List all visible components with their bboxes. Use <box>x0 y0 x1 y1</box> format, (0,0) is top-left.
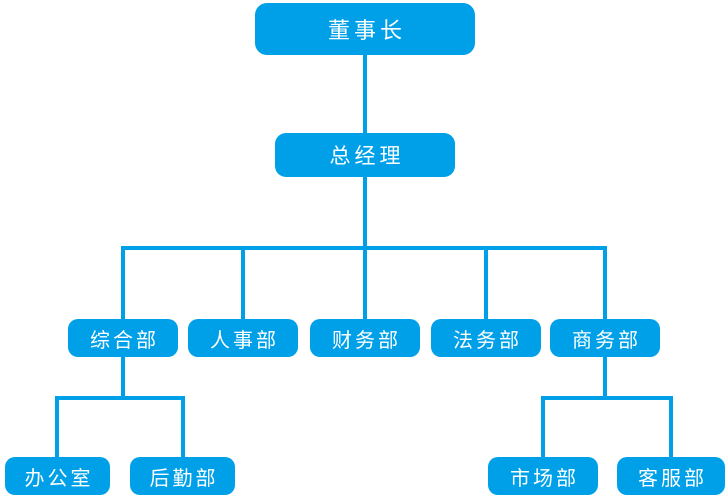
connector-bus-to-general-affairs <box>121 250 125 319</box>
org-node-legal-dept[interactable]: 法务部 <box>431 319 541 357</box>
org-node-logistics-dept[interactable]: 后勤部 <box>130 457 235 495</box>
connector-bus-to-marketing <box>541 400 545 457</box>
org-node-finance-dept[interactable]: 财务部 <box>310 319 420 357</box>
org-node-general-affairs-dept[interactable]: 综合部 <box>68 319 178 357</box>
connector-bus-to-office <box>55 400 59 457</box>
connector-bus-to-customer-service <box>669 400 673 457</box>
org-node-general-manager[interactable]: 总经理 <box>275 133 455 177</box>
connector-bus-business-children <box>541 396 673 400</box>
connector-bus-to-hr <box>241 250 245 319</box>
org-node-chairman[interactable]: 董事长 <box>255 3 475 55</box>
connector-bus-to-legal <box>484 250 488 319</box>
org-node-office[interactable]: 办公室 <box>5 457 110 495</box>
connector-bus-general-affairs-children <box>55 396 185 400</box>
connector-business-down <box>603 357 607 400</box>
org-node-business-dept[interactable]: 商务部 <box>550 319 660 357</box>
connector-bus-to-business <box>603 250 607 319</box>
org-node-customer-service-dept[interactable]: 客服部 <box>617 457 725 495</box>
connector-general-affairs-down <box>121 357 125 400</box>
connector-chairman-to-gm <box>363 55 367 133</box>
connector-bus-level3 <box>121 246 607 250</box>
connector-bus-to-logistics <box>181 400 185 457</box>
org-node-marketing-dept[interactable]: 市场部 <box>488 457 598 495</box>
org-node-hr-dept[interactable]: 人事部 <box>188 319 298 357</box>
